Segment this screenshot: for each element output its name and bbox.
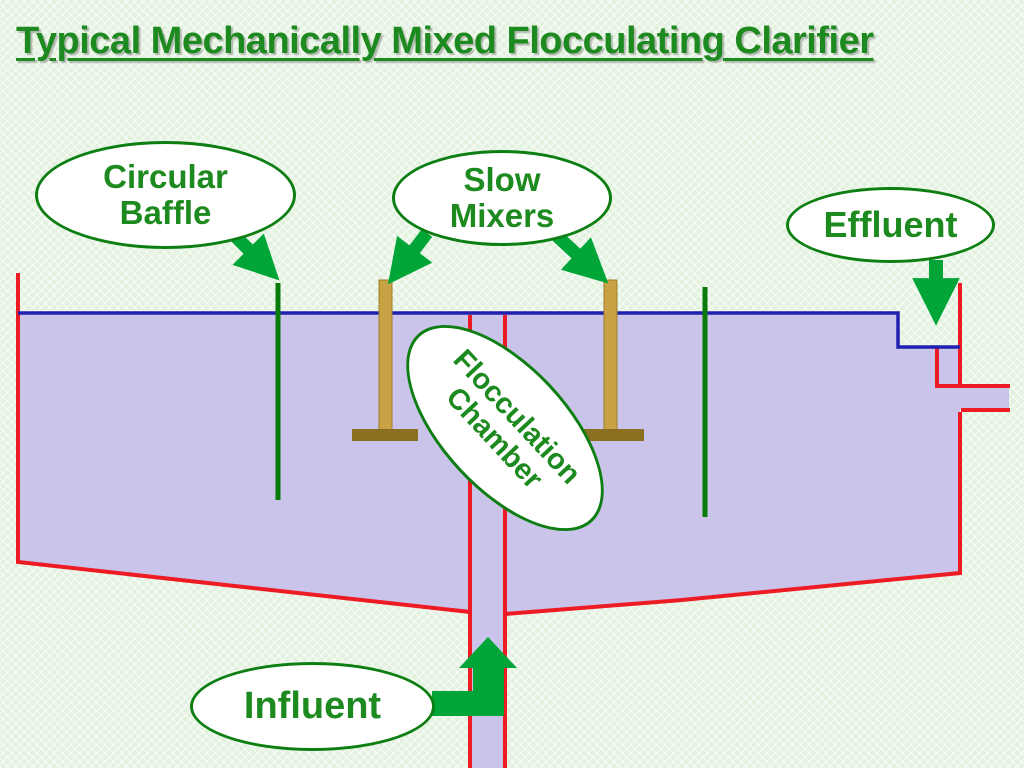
effluent-pipe-top: [935, 347, 1010, 388]
right-mixer-shaft: [603, 279, 618, 434]
tank-body: [18, 313, 960, 768]
tank-outline-left: [16, 273, 471, 614]
slow-mixer-left-arrow: [387, 229, 433, 285]
slow-mixers-label-line2: Mixers: [449, 197, 555, 234]
slide-title: Typical Mechanically Mixed Flocculating …: [16, 20, 874, 62]
circular-baffle-callout: Circular Baffle: [35, 141, 296, 249]
slow-mixers-label-line1: Slow: [463, 161, 541, 199]
effluent-label: Effluent: [823, 203, 958, 245]
effluent-channel: [960, 388, 1009, 409]
left-mixer-shaft: [378, 279, 393, 434]
water-surface-line: [18, 311, 960, 349]
circular-baffle-label-line2: Baffle: [119, 194, 212, 231]
slow-mixers-callout: Slow Mixers: [392, 150, 612, 246]
influent-callout: Influent: [190, 662, 435, 751]
left-mixer-paddle: [352, 429, 418, 441]
influent-label: Influent: [243, 684, 382, 727]
tank-outline-right: [504, 412, 962, 616]
circular-baffle-label-line1: Circular: [103, 158, 228, 196]
right-mixer-paddle: [578, 429, 644, 441]
influent-arrow: [432, 637, 517, 716]
effluent-callout: Effluent: [786, 187, 995, 263]
slow-mixer-right-arrow: [552, 231, 609, 284]
